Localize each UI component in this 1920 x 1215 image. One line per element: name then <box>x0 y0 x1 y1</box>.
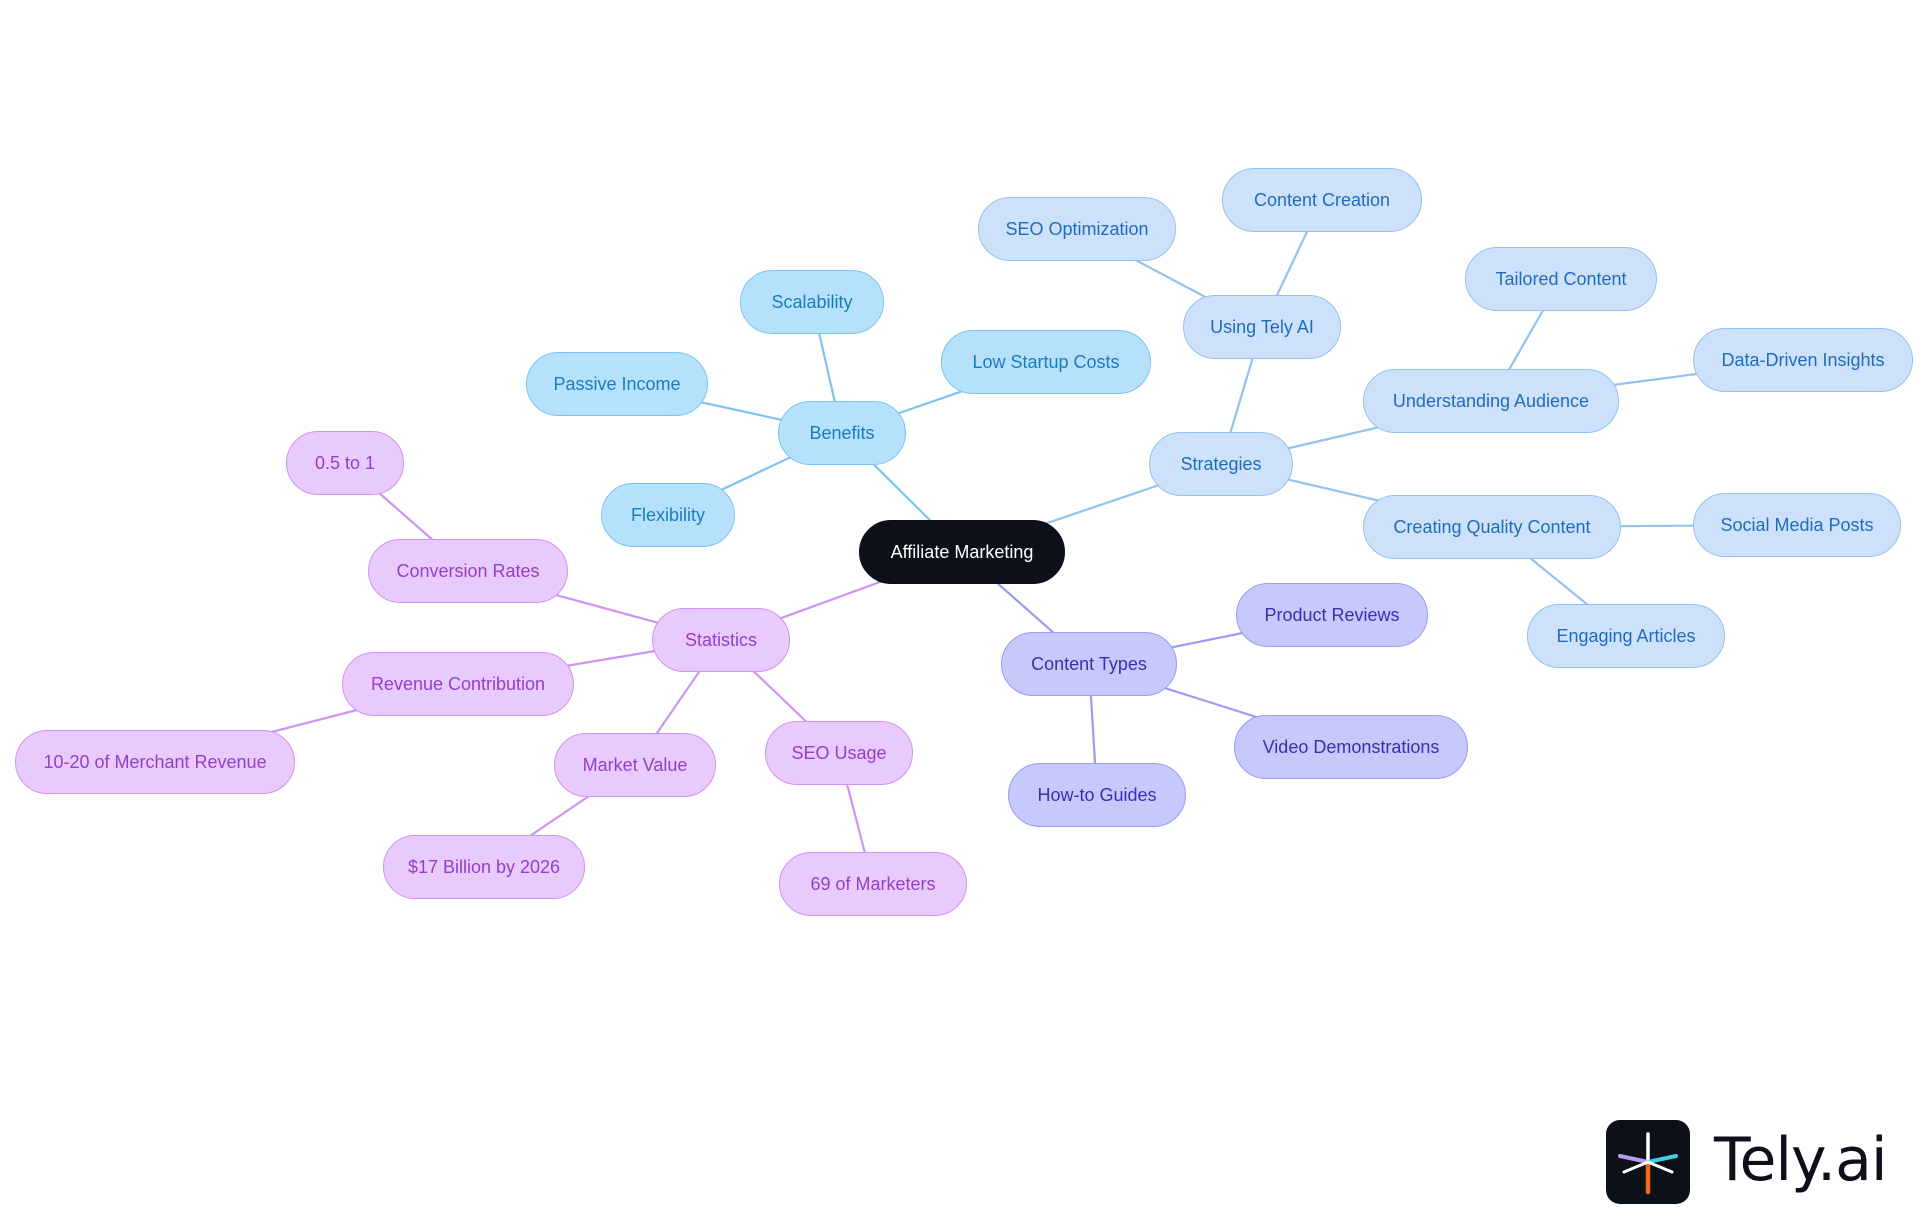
node-data-driven-insights[interactable]: Data-Driven Insights <box>1693 328 1913 392</box>
node-using-tely-ai[interactable]: Using Tely AI <box>1183 295 1341 359</box>
node-merchant-revenue[interactable]: 10-20 of Merchant Revenue <box>15 730 295 794</box>
tely-logo-icon <box>1606 1120 1690 1204</box>
node-social-media-posts[interactable]: Social Media Posts <box>1693 493 1901 557</box>
node-conversion-rates[interactable]: Conversion Rates <box>368 539 568 603</box>
node-content-types[interactable]: Content Types <box>1001 632 1177 696</box>
node-tailored-content[interactable]: Tailored Content <box>1465 247 1657 311</box>
node-revenue-contribution[interactable]: Revenue Contribution <box>342 652 574 716</box>
node-strategies[interactable]: Strategies <box>1149 432 1293 496</box>
node-flexibility[interactable]: Flexibility <box>601 483 735 547</box>
node-understanding-audience[interactable]: Understanding Audience <box>1363 369 1619 433</box>
node-69-of-marketers[interactable]: 69 of Marketers <box>779 852 967 916</box>
node-statistics[interactable]: Statistics <box>652 608 790 672</box>
node-creating-quality-content[interactable]: Creating Quality Content <box>1363 495 1621 559</box>
tely-logo: Tely.ai <box>1606 1118 1888 1206</box>
node-how-to-guides[interactable]: How-to Guides <box>1008 763 1186 827</box>
node-low-startup-costs[interactable]: Low Startup Costs <box>941 330 1151 394</box>
node-17-billion-by-2026[interactable]: $17 Billion by 2026 <box>383 835 585 899</box>
node-seo-usage[interactable]: SEO Usage <box>765 721 913 785</box>
node-scalability[interactable]: Scalability <box>740 270 884 334</box>
node-video-demonstrations[interactable]: Video Demonstrations <box>1234 715 1468 779</box>
node-market-value[interactable]: Market Value <box>554 733 716 797</box>
logo-wordmark: Tely.ai <box>1714 1125 1888 1195</box>
node-0-5-to-1[interactable]: 0.5 to 1 <box>286 431 404 495</box>
node-seo-optimization[interactable]: SEO Optimization <box>978 197 1176 261</box>
node-benefits[interactable]: Benefits <box>778 401 906 465</box>
node-product-reviews[interactable]: Product Reviews <box>1236 583 1428 647</box>
node-passive-income[interactable]: Passive Income <box>526 352 708 416</box>
node-content-creation[interactable]: Content Creation <box>1222 168 1422 232</box>
node-engaging-articles[interactable]: Engaging Articles <box>1527 604 1725 668</box>
node-affiliate-marketing[interactable]: Affiliate Marketing <box>859 520 1065 584</box>
